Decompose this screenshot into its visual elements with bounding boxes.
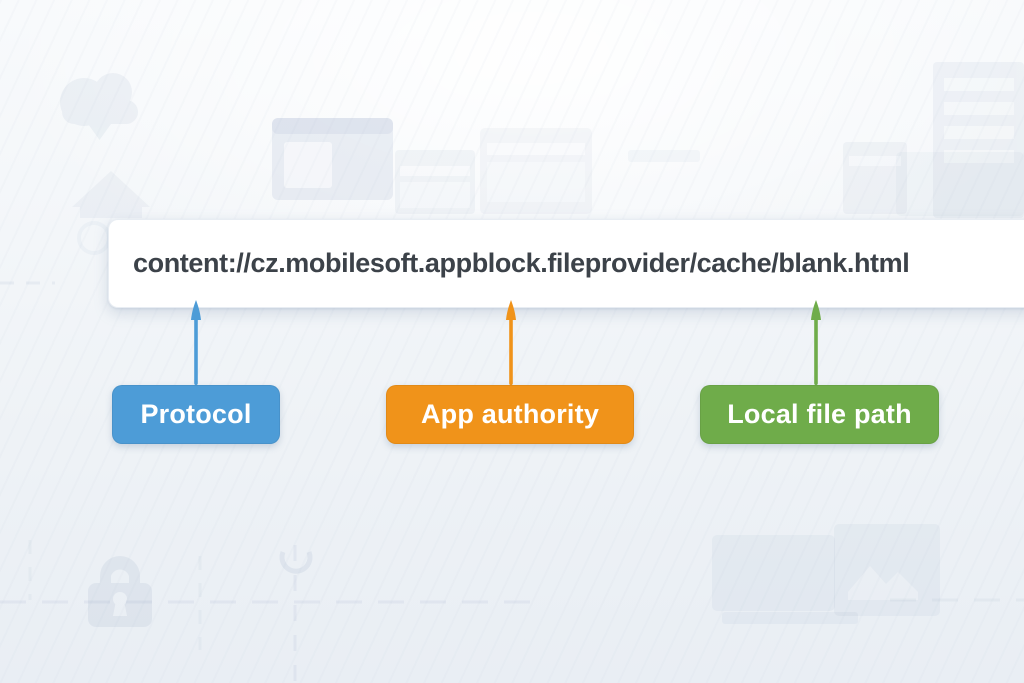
- protocol-arrow-icon: [191, 300, 201, 385]
- refresh-icon: [279, 551, 313, 574]
- browser-window: [272, 118, 393, 200]
- browser-window: [395, 150, 475, 214]
- app-authority-arrow-icon: [506, 300, 516, 385]
- local-file-path-label: Local file path: [700, 385, 939, 444]
- monitor-icon: [712, 535, 858, 624]
- local-file-path-arrow-icon: [811, 300, 821, 385]
- protocol-label: Protocol: [112, 385, 280, 444]
- browser-window: [843, 142, 907, 214]
- cloud-download-icon: [60, 73, 138, 140]
- padlock-icon: [88, 556, 152, 627]
- browser-window: [480, 128, 592, 214]
- browser-window: [896, 152, 1024, 216]
- clock-icon: [77, 221, 111, 255]
- url-address-bar: content://cz.mobilesoft.appblock.filepro…: [108, 219, 1024, 308]
- buildings-icon: [933, 62, 1024, 218]
- dashed-route-lines: [0, 281, 1024, 683]
- app-authority-label: App authority: [386, 385, 634, 444]
- picture-board-icon: [834, 524, 940, 616]
- content-uri-text: content://cz.mobilesoft.appblock.filepro…: [133, 248, 910, 278]
- house-icon: [72, 171, 150, 218]
- browser-tab: [628, 150, 700, 162]
